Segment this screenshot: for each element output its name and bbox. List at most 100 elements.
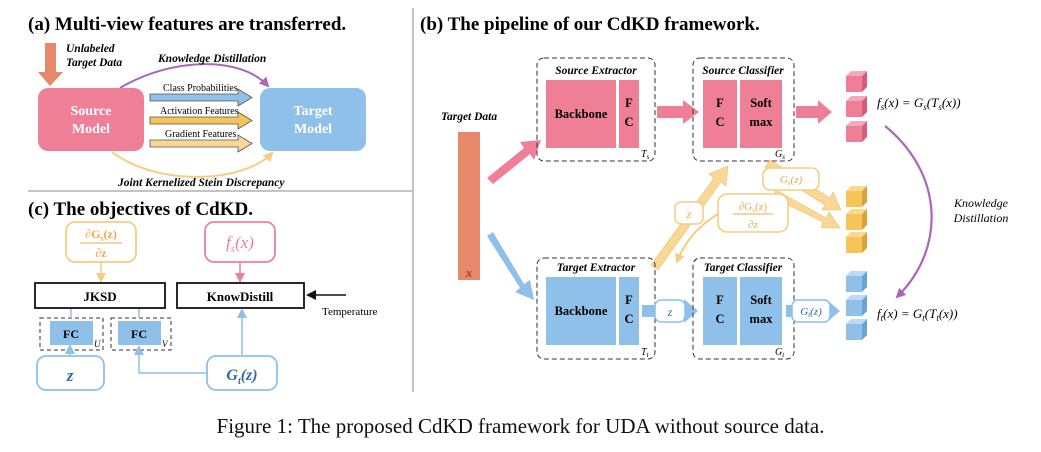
knowdistill-label: KnowDistill bbox=[207, 289, 274, 304]
kd-label-b-1: Knowledge bbox=[953, 196, 1009, 210]
grad-den-b: ∂z bbox=[748, 219, 758, 231]
source-softmax bbox=[740, 80, 782, 148]
jksd-label-c: JKSD bbox=[83, 289, 116, 304]
gold-cubes bbox=[846, 186, 867, 253]
source-extractor-label: Source Extractor bbox=[555, 65, 637, 77]
grad-to-target-curve bbox=[675, 213, 719, 264]
source-cls-to-out-arrow bbox=[796, 100, 832, 124]
source-soft-label: Soft bbox=[750, 96, 772, 110]
source-backbone-label: Backbone bbox=[555, 107, 608, 121]
target-extractor-dashed bbox=[536, 257, 656, 360]
fc-v-box bbox=[118, 321, 161, 345]
feature-label-3: Gradient Features bbox=[165, 129, 236, 140]
target-data-bar bbox=[458, 132, 480, 280]
gt-z-box-b bbox=[791, 299, 831, 323]
source-cls-fc bbox=[703, 80, 737, 148]
ts-label: Ts bbox=[641, 149, 650, 161]
data-to-source-arrow bbox=[487, 140, 541, 184]
source-output-cubes bbox=[846, 71, 867, 142]
source-model-box bbox=[38, 88, 144, 151]
z-box-b-up bbox=[674, 201, 704, 225]
target-fc-c: C bbox=[624, 312, 633, 326]
target-model-label-1: Target bbox=[293, 104, 332, 119]
kd-curve-a bbox=[119, 63, 270, 89]
target-classifier-dashed bbox=[692, 257, 795, 360]
gt-z-label-b: Gt(z) bbox=[800, 306, 822, 319]
gs-z-box bbox=[762, 167, 820, 191]
kd-label-b-2: Distillation bbox=[953, 211, 1009, 225]
source-classifier-dashed bbox=[692, 57, 795, 162]
data-to-target-arrow bbox=[487, 232, 534, 300]
unlabeled-label: Unlabeled bbox=[66, 43, 115, 55]
target-model-box bbox=[260, 88, 366, 151]
source-model-label-2: Model bbox=[72, 122, 110, 137]
jksd-curve-a bbox=[111, 151, 274, 178]
target-max-label: max bbox=[750, 312, 774, 326]
fc-u-box bbox=[50, 321, 93, 345]
v-label: V bbox=[162, 339, 169, 349]
gt-to-fcv bbox=[134, 345, 207, 374]
grad-num-b: ∂Gs(z) bbox=[739, 201, 768, 214]
gt-label-c: Gt(z) bbox=[226, 367, 257, 387]
panel-c-title: (c) The objectives of CdKD. bbox=[28, 199, 253, 220]
fs-text-c: fs(x) bbox=[226, 233, 254, 255]
target-output-cubes bbox=[846, 271, 867, 340]
kd-label-a: Knowledge Distillation bbox=[157, 53, 266, 65]
target-softmax bbox=[740, 277, 782, 345]
jksd-label-a: Joint Kernelized Stein Discrepancy bbox=[117, 177, 285, 189]
target-fc-f: F bbox=[625, 293, 633, 307]
feature-label-1: Class Probabilities bbox=[163, 83, 238, 94]
ft-equation: ft(x) = Gt(Tt(x)) bbox=[877, 306, 958, 323]
fc-u-label: FC bbox=[63, 327, 79, 341]
target-cls-fc bbox=[703, 277, 737, 345]
target-model-label-2: Model bbox=[294, 122, 332, 137]
gs-label: Gs bbox=[775, 149, 785, 161]
z-label-b-up: z bbox=[686, 207, 692, 221]
z-label-c: z bbox=[66, 366, 74, 385]
source-cls-fc-f: F bbox=[716, 96, 724, 110]
u-label: U bbox=[94, 339, 101, 349]
feature-label-2: Activation Features bbox=[160, 106, 239, 117]
x-symbol-b: x bbox=[465, 265, 473, 280]
gs-z-label: Gs(z) bbox=[780, 174, 803, 187]
panel-a-title: (a) Multi-view features are transferred. bbox=[28, 14, 346, 35]
source-model-label-1: Source bbox=[71, 104, 112, 119]
target-soft-label: Soft bbox=[750, 293, 772, 307]
source-classifier-label: Source Classifier bbox=[702, 65, 784, 77]
source-fc-f: F bbox=[625, 96, 633, 110]
input-arrow-shaft bbox=[45, 43, 56, 73]
target-fc bbox=[619, 277, 639, 345]
target-data-label-a: Target Data bbox=[66, 57, 122, 69]
input-arrow-head bbox=[38, 72, 63, 86]
grad-box-b bbox=[717, 193, 789, 233]
target-data-label-b: Target Data bbox=[441, 111, 497, 123]
source-ext-to-cls-arrow bbox=[657, 100, 699, 124]
gt-label-b: Gt bbox=[775, 347, 785, 359]
source-max-label: max bbox=[750, 115, 774, 129]
feature-arrow-1 bbox=[149, 88, 253, 107]
source-fc-c: C bbox=[624, 115, 633, 129]
jksd-box bbox=[34, 282, 166, 309]
grad-num-c: ∂Gs(z) bbox=[85, 227, 117, 243]
feature-arrow-2 bbox=[149, 111, 253, 130]
panel-b-title: (b) The pipeline of our CdKD framework. bbox=[420, 14, 760, 35]
source-backbone bbox=[546, 80, 616, 148]
fc-v-label: FC bbox=[131, 327, 147, 341]
temperature-label: Temperature bbox=[322, 306, 378, 318]
figure-caption: Figure 1: The proposed CdKD framework fo… bbox=[216, 414, 825, 438]
target-extractor-label: Target Extractor bbox=[557, 262, 636, 274]
target-backbone bbox=[546, 277, 616, 345]
target-cls-fc-f: F bbox=[716, 293, 724, 307]
fs-equation: fs(x) = Gs(Ts(x)) bbox=[877, 95, 961, 112]
tt-label: Tt bbox=[641, 347, 650, 359]
target-classifier-label: Target Classifier bbox=[704, 262, 783, 274]
knowdistill-box bbox=[176, 282, 305, 309]
z-box-b-mid bbox=[654, 299, 686, 323]
grad-den-c: ∂z bbox=[95, 246, 107, 260]
target-backbone-label: Backbone bbox=[555, 304, 608, 318]
z-label-b-mid: z bbox=[667, 305, 673, 319]
kd-curve-b bbox=[884, 125, 933, 299]
target-cls-fc-c: C bbox=[715, 312, 724, 326]
feature-arrow-3 bbox=[149, 134, 253, 153]
